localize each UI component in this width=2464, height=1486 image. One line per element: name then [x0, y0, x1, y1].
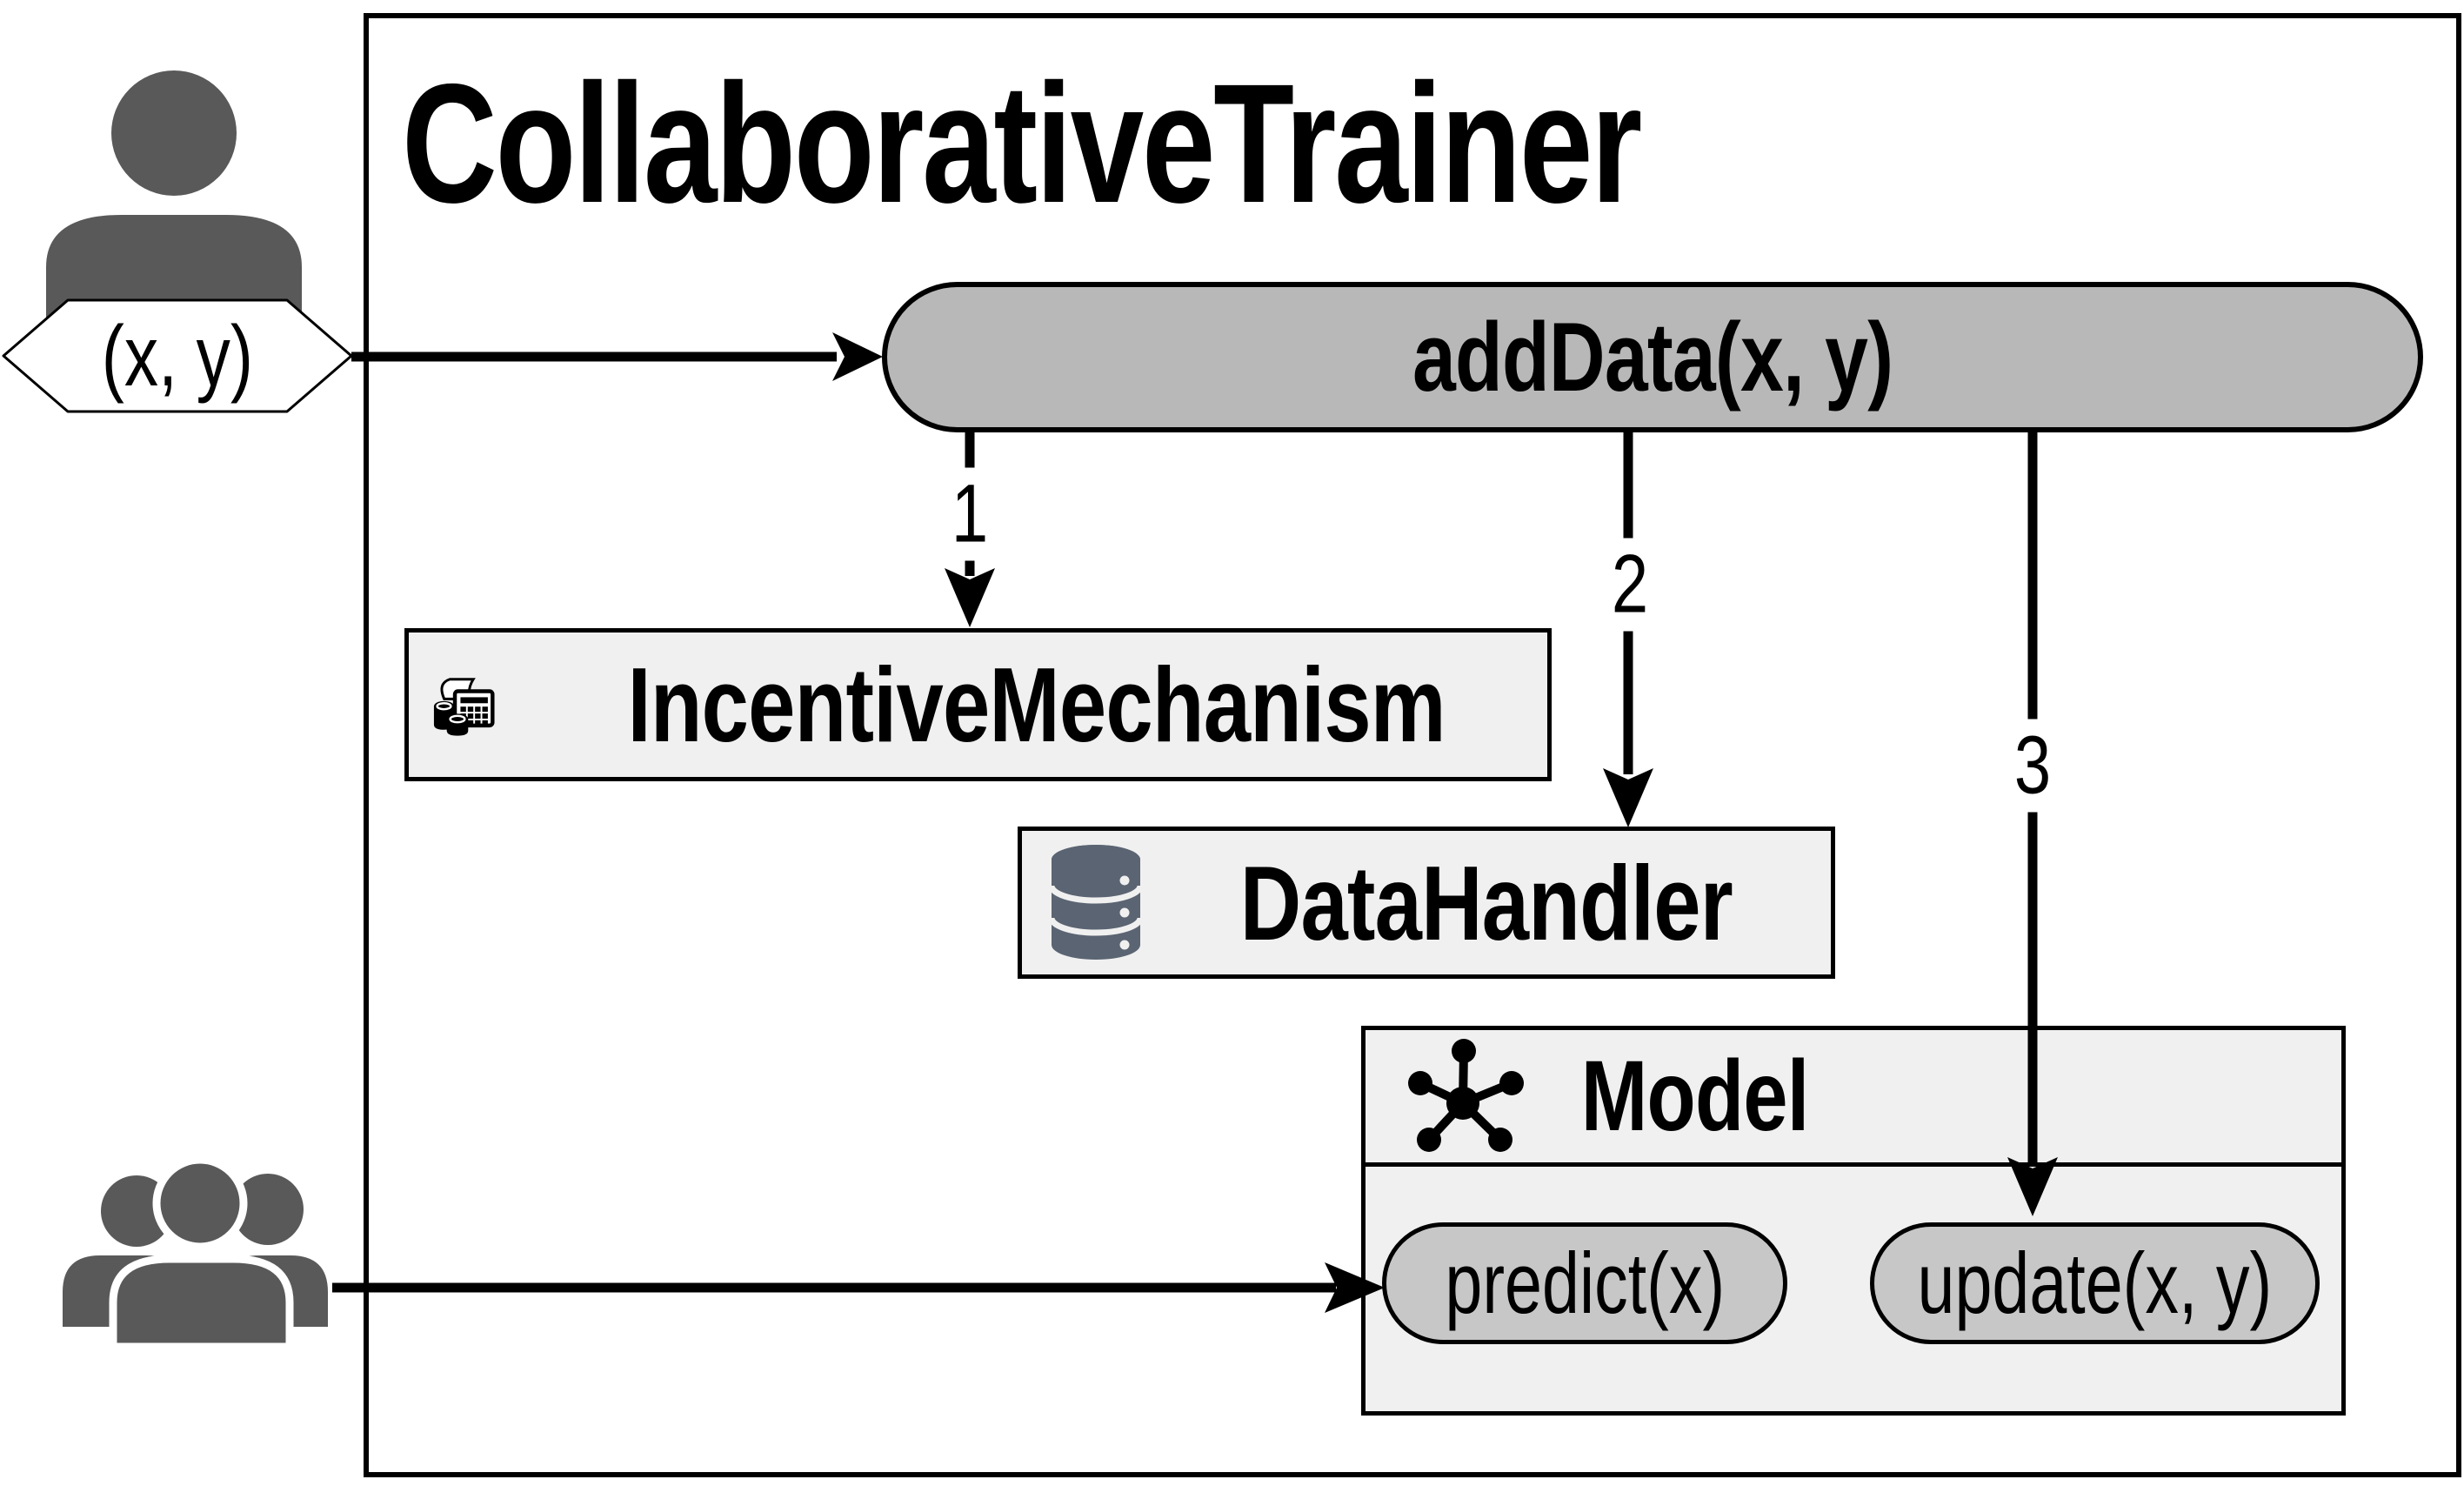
step-1-label: 1	[925, 467, 1014, 561]
step-3-label: 3	[1988, 719, 2077, 813]
incentive-mechanism-box: IncentiveMechanism	[404, 628, 1552, 781]
predict-method: predict(x)	[1382, 1222, 1787, 1344]
user-person-icon	[46, 70, 302, 318]
database-icon	[1048, 844, 1144, 960]
step-2-label: 2	[1586, 538, 1674, 632]
add-data-method: addData(x, y)	[882, 282, 2423, 432]
data-handler-box: DataHandler	[1018, 827, 1835, 979]
model-network-icon	[1408, 1039, 1524, 1152]
users-group-icon	[63, 1155, 328, 1351]
update-method: update(x, y)	[1870, 1222, 2320, 1344]
incentive-cash-register-icon	[433, 677, 495, 736]
model-header: Model	[1366, 1030, 2341, 1167]
page-title: CollaborativeTrainer	[402, 49, 1642, 238]
model-box: Model predict(x) update(x, y)	[1361, 1026, 2346, 1416]
input-tuple-label: (x, y)	[101, 307, 254, 404]
